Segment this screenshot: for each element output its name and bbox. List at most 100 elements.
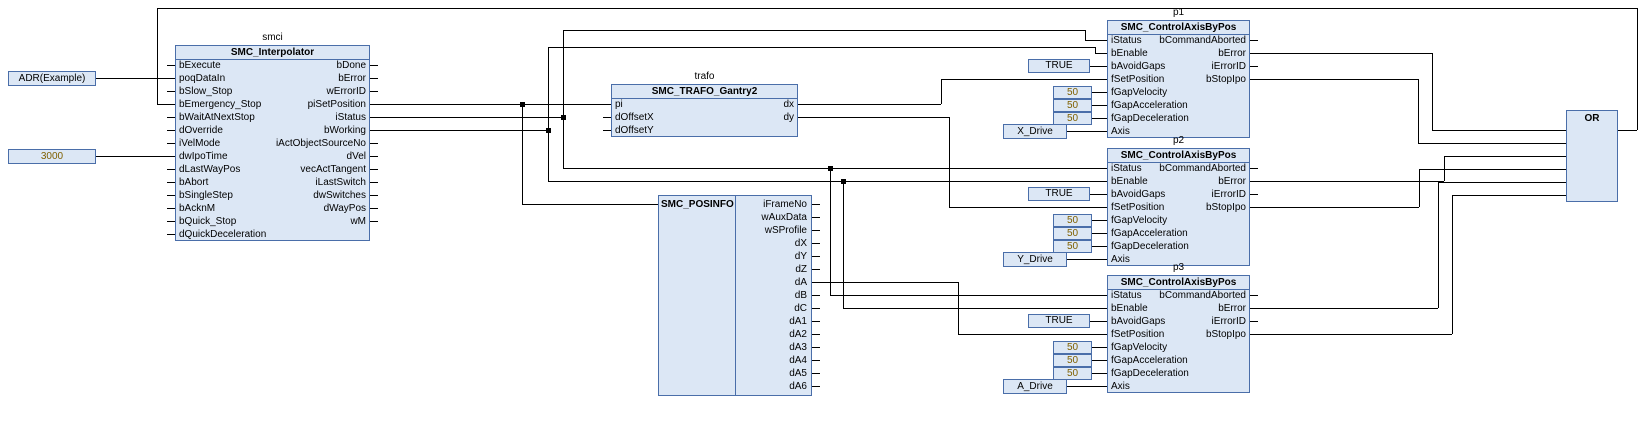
pin-smci-out-dWayPos[interactable]: dWayPos (323, 203, 366, 214)
pin-p3-in-fGapVelocity[interactable]: fGapVelocity (1111, 342, 1168, 353)
pin-p2-out-iErrorID[interactable]: iErrorID (1211, 189, 1246, 200)
pin-p1-in-bAvoidGaps[interactable]: bAvoidGaps (1111, 61, 1166, 72)
pin-p2-in-fSetPosition[interactable]: fSetPosition (1111, 202, 1165, 213)
gap-deceleration-p2[interactable]: 50 (1053, 240, 1092, 253)
pin-posinfo-out-wAuxData[interactable]: wAuxData (761, 212, 807, 223)
pin-posinfo-out-dA1[interactable]: dA1 (789, 316, 807, 327)
block-p2[interactable] (1107, 148, 1250, 266)
pin-smci-out-wErrorID[interactable]: wErrorID (326, 86, 366, 97)
pin-smci-in-bAcknM[interactable]: bAcknM (179, 203, 216, 214)
a-drive-operand[interactable]: A_Drive (1003, 379, 1067, 394)
gap-velocity-p1[interactable]: 50 (1053, 86, 1092, 99)
gap-velocity-p3[interactable]: 50 (1053, 341, 1092, 354)
pin-p1-out-iErrorID[interactable]: iErrorID (1211, 61, 1246, 72)
pin-p2-out-bCommandAborted[interactable]: bCommandAborted (1159, 163, 1246, 174)
gap-velocity-p2[interactable]: 50 (1053, 214, 1092, 227)
pin-smci-in-dQuickDeceleration[interactable]: dQuickDeceleration (179, 229, 267, 240)
ipo-time-literal[interactable]: 3000 (8, 149, 96, 164)
pin-p3-out-bStopIpo[interactable]: bStopIpo (1205, 329, 1246, 340)
pin-smci-out-iLastSwitch[interactable]: iLastSwitch (315, 177, 366, 188)
pin-p2-in-bAvoidGaps[interactable]: bAvoidGaps (1111, 189, 1166, 200)
pin-p1-in-bEnable[interactable]: bEnable (1111, 48, 1148, 59)
pin-posinfo-out-dX[interactable]: dX (794, 238, 807, 249)
pin-p3-in-bEnable[interactable]: bEnable (1111, 303, 1148, 314)
pin-smci-in-bQuick_Stop[interactable]: bQuick_Stop (179, 216, 237, 227)
gap-deceleration-p3[interactable]: 50 (1053, 367, 1092, 380)
pin-p2-in-fGapVelocity[interactable]: fGapVelocity (1111, 215, 1168, 226)
pin-smci-out-piSetPosition[interactable]: piSetPosition (307, 99, 366, 110)
gap-acceleration-p3[interactable]: 50 (1053, 354, 1092, 367)
pin-p3-in-fSetPosition[interactable]: fSetPosition (1111, 329, 1165, 340)
pin-p3-out-bCommandAborted[interactable]: bCommandAborted (1159, 290, 1246, 301)
pin-p2-in-fGapDeceleration[interactable]: fGapDeceleration (1111, 241, 1189, 252)
pin-posinfo-out-iFrameNo[interactable]: iFrameNo (763, 199, 807, 210)
instance-name-trafo[interactable]: trafo (694, 71, 715, 82)
pin-smci-out-dVel[interactable]: dVel (346, 151, 366, 162)
block-p3[interactable] (1107, 275, 1250, 393)
gap-acceleration-p1[interactable]: 50 (1053, 99, 1092, 112)
pin-smci-in-dOverride[interactable]: dOverride (179, 125, 223, 136)
pin-p2-out-bError[interactable]: bError (1218, 176, 1246, 187)
block-trafo[interactable] (611, 84, 798, 137)
pin-p2-in-Axis[interactable]: Axis (1111, 254, 1130, 265)
pin-p2-in-bEnable[interactable]: bEnable (1111, 176, 1148, 187)
pin-p1-in-fGapDeceleration[interactable]: fGapDeceleration (1111, 113, 1189, 124)
pin-trafo-in-dOffsetY[interactable]: dOffsetY (615, 125, 654, 136)
pin-smci-in-iVelMode[interactable]: iVelMode (179, 138, 221, 149)
pin-p1-out-bCommandAborted[interactable]: bCommandAborted (1159, 35, 1246, 46)
block-p1[interactable] (1107, 20, 1250, 138)
instance-name-p3[interactable]: p3 (1172, 262, 1185, 273)
pin-smci-in-poqDataIn[interactable]: poqDataIn (179, 73, 226, 84)
pin-p1-out-bError[interactable]: bError (1218, 48, 1246, 59)
pin-p1-in-fGapVelocity[interactable]: fGapVelocity (1111, 87, 1168, 98)
pin-posinfo-out-dA[interactable]: dA (794, 277, 807, 288)
pin-smci-out-dwSwitches[interactable]: dwSwitches (313, 190, 366, 201)
pin-smci-in-bAbort[interactable]: bAbort (179, 177, 209, 188)
x-drive-operand[interactable]: X_Drive (1003, 124, 1067, 139)
pin-p2-out-bStopIpo[interactable]: bStopIpo (1205, 202, 1246, 213)
pin-smci-in-bExecute[interactable]: bExecute (179, 60, 221, 71)
pin-trafo-out-dy[interactable]: dy (783, 112, 794, 123)
pin-p1-in-Axis[interactable]: Axis (1111, 126, 1130, 137)
pin-smci-out-bError[interactable]: bError (338, 73, 366, 84)
true-literal-p2[interactable]: TRUE (1028, 187, 1090, 201)
pin-p2-in-fGapAcceleration[interactable]: fGapAcceleration (1111, 228, 1188, 239)
pin-trafo-out-dx[interactable]: dx (783, 99, 794, 110)
pin-p1-out-bStopIpo[interactable]: bStopIpo (1205, 74, 1246, 85)
pin-smci-out-iStatus[interactable]: iStatus (335, 112, 366, 123)
pin-p1-in-iStatus[interactable]: iStatus (1111, 35, 1142, 46)
pin-smci-in-bEmergency_Stop[interactable]: bEmergency_Stop (179, 99, 262, 110)
pin-p3-out-bError[interactable]: bError (1218, 303, 1246, 314)
pin-smci-in-bSingleStep[interactable]: bSingleStep (179, 190, 233, 201)
pin-smci-out-vecActTangent[interactable]: vecActTangent (300, 164, 366, 175)
pin-smci-out-bWorking[interactable]: bWorking (323, 125, 366, 136)
pin-posinfo-out-dA5[interactable]: dA5 (789, 368, 807, 379)
pin-posinfo-out-dA4[interactable]: dA4 (789, 355, 807, 366)
pin-smci-out-bDone[interactable]: bDone (336, 60, 366, 71)
pin-posinfo-out-dA3[interactable]: dA3 (789, 342, 807, 353)
pin-smci-in-dLastWayPos[interactable]: dLastWayPos (179, 164, 241, 175)
pin-smci-out-wM[interactable]: wM (350, 216, 366, 227)
pin-p1-in-fSetPosition[interactable]: fSetPosition (1111, 74, 1165, 85)
gap-acceleration-p2[interactable]: 50 (1053, 227, 1092, 240)
block-smci[interactable] (175, 45, 370, 241)
instance-name-p2[interactable]: p2 (1172, 135, 1185, 146)
pin-trafo-in-pi[interactable]: pi (615, 99, 623, 110)
pin-posinfo-out-dB[interactable]: dB (794, 290, 807, 301)
pin-p3-in-Axis[interactable]: Axis (1111, 381, 1130, 392)
pin-posinfo-out-dC[interactable]: dC (794, 303, 807, 314)
pin-p3-out-iErrorID[interactable]: iErrorID (1211, 316, 1246, 327)
y-drive-operand[interactable]: Y_Drive (1003, 252, 1067, 267)
pin-posinfo-out-dY[interactable]: dY (794, 251, 807, 262)
pin-posinfo-out-dZ[interactable]: dZ (795, 264, 807, 275)
instance-name-smci[interactable]: smci (262, 32, 283, 43)
pin-posinfo-out-dA6[interactable]: dA6 (789, 381, 807, 392)
adr-example-operand[interactable]: ADR(Example) (8, 71, 96, 86)
block-or[interactable] (1566, 110, 1618, 202)
pin-smci-out-iActObjectSourceNo[interactable]: iActObjectSourceNo (275, 138, 366, 149)
pin-smci-in-bWaitAtNextStop[interactable]: bWaitAtNextStop (179, 112, 255, 123)
pin-trafo-in-dOffsetX[interactable]: dOffsetX (615, 112, 654, 123)
pin-p3-in-fGapAcceleration[interactable]: fGapAcceleration (1111, 355, 1188, 366)
pin-smci-in-bSlow_Stop[interactable]: bSlow_Stop (179, 86, 233, 97)
pin-posinfo-out-wSProfile[interactable]: wSProfile (764, 225, 807, 236)
